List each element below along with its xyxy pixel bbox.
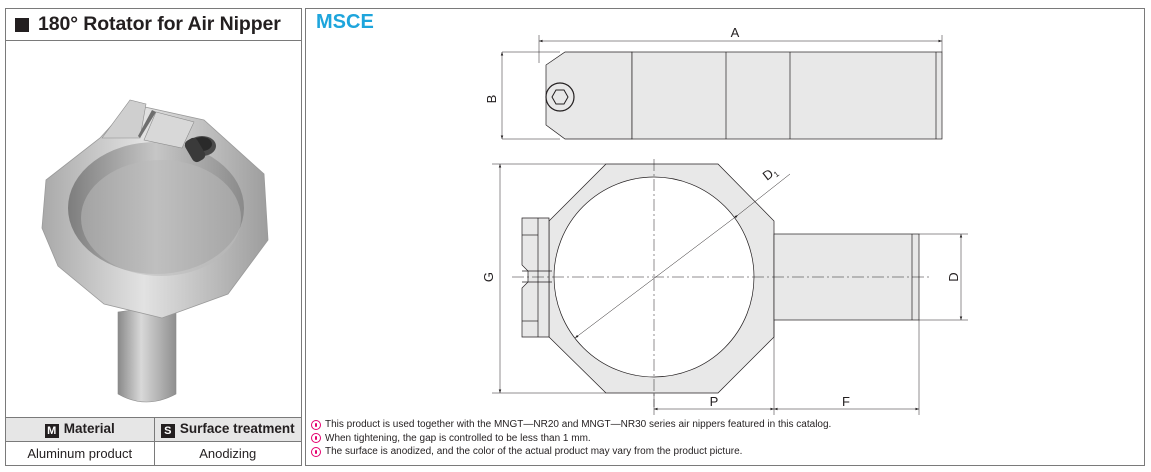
spec-row: Aluminum product Anodizing xyxy=(6,441,301,466)
material-badge-icon: M xyxy=(44,424,59,438)
product-photo xyxy=(41,99,269,403)
surface-treatment-header: S Surface treatment xyxy=(153,417,301,442)
spec-table: M Material S Surface treatment Aluminum pr… xyxy=(6,417,301,466)
caution-icon xyxy=(311,446,321,457)
note-text: When tightening, the gap is controlled t… xyxy=(325,432,591,444)
surface-treatment-header-label: Surface treatment xyxy=(179,421,295,436)
dim-f-label: F xyxy=(842,394,850,409)
dim-d1-label: D1 xyxy=(760,163,782,185)
surface-treatment-value: Anodizing xyxy=(153,441,301,466)
note-text: The surface is anodized, and the color o… xyxy=(325,446,743,457)
material-value: Aluminum product xyxy=(6,441,155,466)
technical-drawing: A B D1 G D P F xyxy=(481,25,968,415)
model-code: MSCE xyxy=(316,11,374,33)
dim-g-label: G xyxy=(481,272,496,282)
product-panel: 180° Rotator for Air Nipper xyxy=(5,8,302,466)
note-text: This product is used together with the M… xyxy=(325,419,832,430)
spec-header-row: M Material S Surface treatment xyxy=(6,417,301,442)
drawing-panel: A B D1 G D P F MSCE This product is used… xyxy=(305,8,1145,466)
dim-d-label: D xyxy=(946,272,961,281)
note-item: This product is used together with the M… xyxy=(311,418,1141,432)
note-item: The surface is anodized, and the color o… xyxy=(311,445,1141,459)
product-title-bar: 180° Rotator for Air Nipper xyxy=(6,9,301,41)
note-item: When tightening, the gap is controlled t… xyxy=(311,432,1141,446)
surface-badge-icon: S xyxy=(160,424,175,438)
product-title: 180° Rotator for Air Nipper xyxy=(38,13,281,35)
caution-icon xyxy=(311,433,321,444)
caution-icon xyxy=(311,419,321,430)
material-header-label: Material xyxy=(63,421,115,436)
dim-p-label: P xyxy=(710,394,719,409)
material-header: M Material xyxy=(6,417,155,442)
black-square-icon xyxy=(15,17,29,32)
dim-b-label: B xyxy=(484,95,499,104)
notes-list: This product is used together with the M… xyxy=(311,418,1141,459)
dim-a-label: A xyxy=(731,25,740,40)
